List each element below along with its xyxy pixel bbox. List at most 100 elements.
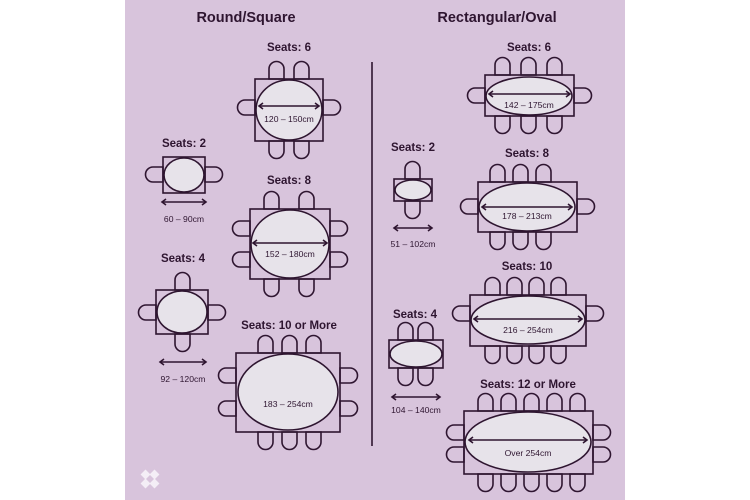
table-ro6: Seats: 6 142 – 175cm <box>466 42 593 135</box>
chair <box>339 367 359 384</box>
chair <box>174 271 191 291</box>
chair <box>512 231 529 251</box>
chair <box>417 321 434 341</box>
size-label: 178 – 213cm <box>502 211 552 221</box>
arrowhead <box>565 90 572 98</box>
chair <box>489 163 506 183</box>
chair <box>569 392 586 412</box>
table-rs2: Seats: 2 60 – 90cm <box>144 138 224 224</box>
size-label: 92 – 120cm <box>161 374 206 384</box>
table-top <box>163 157 205 193</box>
size-label: 183 – 254cm <box>263 399 313 409</box>
chair <box>144 166 164 183</box>
seats-label: Seats: 8 <box>505 148 550 160</box>
table-rs10: Seats: 10 or More 183 – 254cm <box>217 320 359 451</box>
chair <box>592 446 612 463</box>
arrowhead <box>487 90 494 98</box>
chair <box>404 160 421 180</box>
arrowhead <box>392 224 399 232</box>
table-outline <box>162 156 206 194</box>
chair <box>459 198 479 215</box>
table-outline <box>254 78 324 142</box>
heading-round-square: Round/Square <box>196 10 295 26</box>
chair <box>417 367 434 387</box>
seats-label: Seats: 2 <box>162 138 206 150</box>
chair <box>520 115 537 135</box>
seats-label: Seats: 2 <box>391 142 435 154</box>
size-label: 120 – 150cm <box>264 114 314 124</box>
chair <box>207 304 227 321</box>
chair <box>397 367 414 387</box>
chair <box>535 163 552 183</box>
chair <box>489 231 506 251</box>
chair <box>397 321 414 341</box>
table-ro4: Seats: 4 104 – 140cm <box>388 309 444 415</box>
chair <box>576 198 596 215</box>
chair <box>257 334 274 354</box>
seats-label: Seats: 4 <box>393 309 438 321</box>
arrowhead <box>251 239 258 247</box>
table-outline <box>235 352 341 433</box>
size-label: Over 254cm <box>505 448 552 458</box>
chair <box>263 190 280 210</box>
table-rs8: Seats: 8 152 – 180cm <box>231 175 349 298</box>
chair <box>231 220 251 237</box>
arrowhead <box>480 203 487 211</box>
chair <box>137 304 157 321</box>
chair <box>528 345 545 365</box>
arrowhead <box>160 198 167 206</box>
chair <box>445 424 465 441</box>
arrowhead <box>201 198 208 206</box>
table-top <box>255 79 323 141</box>
chair <box>494 115 511 135</box>
table-outline <box>477 181 578 233</box>
size-label: 216 – 254cm <box>503 325 553 335</box>
table-ro10: Seats: 10 216 – 254cm <box>451 261 605 365</box>
seats-label: Seats: 12 or More <box>480 379 576 391</box>
chair <box>281 431 298 451</box>
table-outline <box>388 339 444 369</box>
table-top <box>394 179 432 201</box>
table-top <box>156 290 208 334</box>
chair <box>329 251 349 268</box>
chair <box>585 305 605 322</box>
table-top <box>464 411 592 473</box>
seats-label: Seats: 10 or More <box>241 320 337 332</box>
chair <box>217 400 237 417</box>
table-ro12: Seats: 12 or More Over 254cm <box>445 379 612 493</box>
table-outline <box>393 178 433 202</box>
arrowhead <box>435 393 442 401</box>
size-label: 152 – 180cm <box>265 249 315 259</box>
chair <box>404 200 421 220</box>
chair <box>550 345 567 365</box>
chair <box>523 473 540 493</box>
chair <box>520 56 537 76</box>
chair <box>500 392 517 412</box>
table-outline <box>249 208 331 280</box>
arrowhead <box>390 393 397 401</box>
seats-label: Seats: 10 <box>502 261 553 273</box>
chair <box>569 473 586 493</box>
chair <box>231 251 251 268</box>
seats-label: Seats: 8 <box>267 175 312 187</box>
chair <box>445 446 465 463</box>
size-label: 60 – 90cm <box>164 214 204 224</box>
chair <box>506 276 523 296</box>
chair <box>329 220 349 237</box>
arrowhead <box>257 102 264 110</box>
arrowhead <box>467 436 474 444</box>
chair <box>281 334 298 354</box>
arrowhead <box>427 224 434 232</box>
chair <box>573 87 593 104</box>
heading-rectangular-oval: Rectangular/Oval <box>437 10 556 26</box>
size-label: 142 – 175cm <box>504 100 554 110</box>
chair <box>257 431 274 451</box>
arrowhead <box>158 358 165 366</box>
chair <box>523 392 540 412</box>
chair <box>494 56 511 76</box>
size-label: 51 – 102cm <box>391 239 436 249</box>
arrowhead <box>567 203 574 211</box>
table-rs4: Seats: 4 92 – 120cm <box>137 253 227 384</box>
chair <box>484 276 501 296</box>
